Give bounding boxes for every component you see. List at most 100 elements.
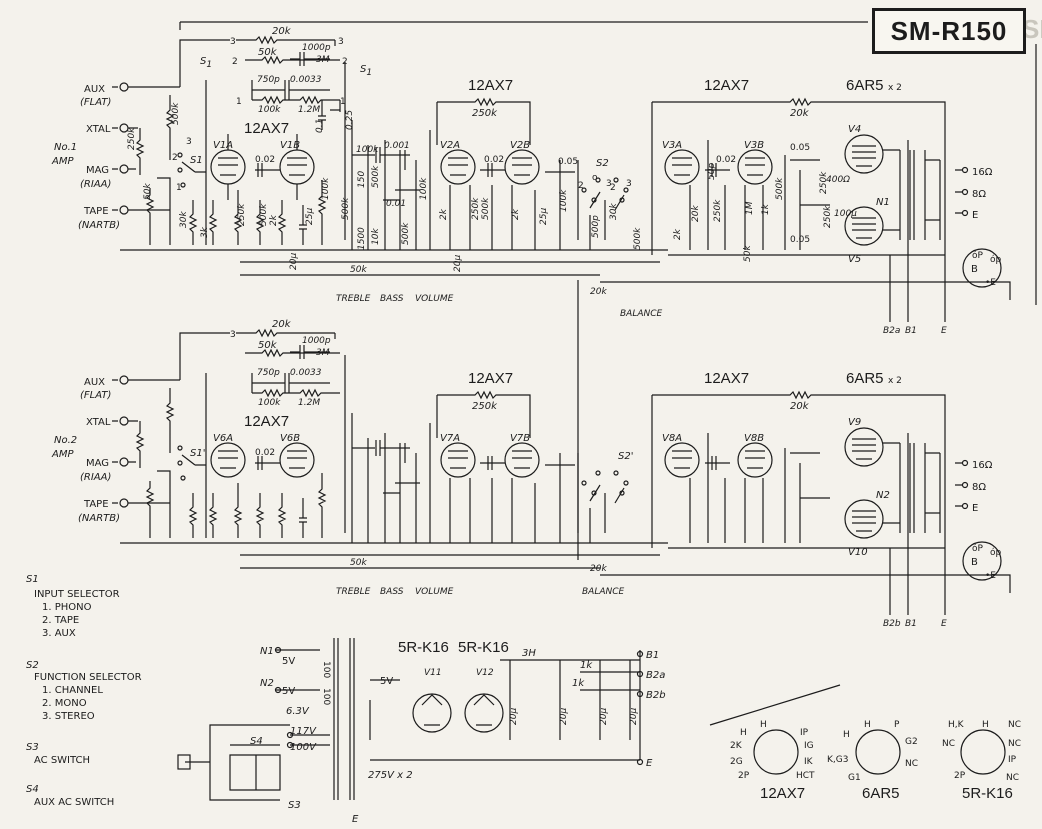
rail-e-a: E bbox=[941, 326, 947, 336]
svg-text:500k: 500k bbox=[171, 102, 181, 125]
r100k-a: 100k bbox=[321, 177, 331, 200]
jack-xtal-2[interactable] bbox=[119, 416, 129, 426]
fb-r100k-2: 100k bbox=[258, 398, 281, 408]
switch-legend: S1 INPUT SELECTOR 1. PHONO 2. TAPE 3. AU… bbox=[26, 574, 142, 808]
input-aux-label: AUX bbox=[84, 84, 105, 95]
heater-5v-b: 5V bbox=[282, 686, 295, 697]
p12-ig: IG bbox=[804, 741, 814, 751]
cap-002-b: 0.02 bbox=[484, 155, 504, 165]
cap-002-a-2: 0.02 bbox=[255, 448, 275, 458]
ctrl-treble-b[interactable]: TREBLE bbox=[336, 587, 371, 597]
c25u-a: 25μ bbox=[305, 208, 315, 225]
rail-r50k-b: 50k bbox=[350, 558, 367, 568]
input-tape-sub: (NARTB) bbox=[78, 220, 120, 231]
jack-mag[interactable] bbox=[119, 164, 129, 174]
tube-v5 bbox=[844, 206, 884, 246]
label-v6b: V6B bbox=[280, 433, 300, 444]
label-v4: V4 bbox=[848, 124, 861, 135]
ps-c20u-d: 20μ bbox=[629, 708, 639, 725]
ctrl-bass-a[interactable]: BASS bbox=[380, 294, 404, 304]
input-tape-label: TAPE bbox=[83, 206, 109, 217]
ctrl-volume-b[interactable]: VOLUME bbox=[415, 587, 454, 597]
tube-v8b bbox=[737, 442, 773, 478]
jack-tape-2[interactable] bbox=[119, 498, 129, 508]
fb-r20k: 20k bbox=[272, 26, 292, 37]
jack-tape[interactable] bbox=[119, 205, 129, 215]
legend-s4-code: S4 bbox=[26, 784, 39, 795]
fb-c0033-2: 0.0033 bbox=[290, 368, 322, 378]
tube-out-qty-2: x 2 bbox=[888, 376, 902, 386]
mains-plug[interactable] bbox=[177, 754, 191, 770]
svg-text:2: 2 bbox=[172, 153, 178, 163]
legend-s2-item1: 1. CHANNEL bbox=[42, 685, 103, 696]
s2-c500p: 500p bbox=[591, 215, 601, 238]
r250k-a: 250k bbox=[237, 203, 247, 226]
r30k-a: 30k bbox=[179, 211, 189, 228]
switch-s2-prime[interactable]: S2' bbox=[618, 451, 633, 462]
out-r250k-b: 250k bbox=[823, 205, 833, 228]
power-supply: N1 5V N2 5V 5V 6.3V 117V 100V 275V x 2 1… bbox=[177, 638, 666, 825]
heater-n1: N1 bbox=[260, 646, 274, 657]
jack-aux-2[interactable] bbox=[119, 375, 129, 385]
svg-text:50k: 50k bbox=[143, 183, 153, 200]
cap-002-a: 0.02 bbox=[255, 155, 275, 165]
rail-b2a: B2a bbox=[883, 326, 900, 336]
p5-nc3: NC bbox=[1006, 773, 1019, 783]
tone-r500k-c: 500k bbox=[401, 222, 411, 245]
hv-275v: 275V x 2 bbox=[368, 770, 413, 781]
label-v3b: V3B bbox=[744, 140, 764, 151]
input-aux-sub-2: (FLAT) bbox=[80, 390, 111, 401]
mid-c25u: 25μ bbox=[539, 208, 549, 225]
faint-background-mark: SM bbox=[1022, 14, 1042, 44]
p6-h2: H bbox=[843, 730, 850, 740]
ctrl-treble-a[interactable]: TREBLE bbox=[336, 294, 371, 304]
label-v2b: V2B bbox=[510, 140, 530, 151]
fb-r50k-2: 50k bbox=[258, 340, 278, 351]
p12-ip: IP bbox=[800, 728, 809, 738]
ctrl-balance-a[interactable]: BALANCE bbox=[620, 309, 663, 319]
heater-5v-a: 5V bbox=[282, 656, 295, 667]
jack-mag-2[interactable] bbox=[119, 457, 129, 467]
tube-type-mid-2: 12AX7 bbox=[468, 370, 513, 387]
tube-v3a bbox=[664, 149, 700, 185]
tube-type-mid: 12AX7 bbox=[468, 77, 513, 94]
amp-no1: AUX (FLAT) XTAL MAG (RIAA) TAPE (NARTB) … bbox=[51, 26, 1011, 336]
output-socket-b[interactable] bbox=[962, 541, 1002, 581]
drv-r50k: 50k bbox=[743, 245, 753, 262]
switch-s3-label[interactable]: S3 bbox=[288, 800, 301, 811]
fb-c750p-2: 750p bbox=[257, 368, 280, 378]
svg-text:3: 3 bbox=[338, 37, 344, 47]
input-mag-sub-2: (RIAA) bbox=[80, 472, 111, 483]
fb-r12m-2: 1.2M bbox=[298, 398, 320, 408]
p5-h: H bbox=[982, 720, 989, 730]
tube-v9 bbox=[844, 427, 884, 467]
p12-ik: IK bbox=[804, 757, 814, 767]
svg-text:2: 2 bbox=[232, 57, 238, 67]
drv-r20k-b: 20k bbox=[691, 205, 701, 222]
model-title-box: SM-R150 bbox=[872, 8, 1026, 54]
switch-s2[interactable]: S2 bbox=[596, 158, 609, 169]
ps-c20u-c: 20μ bbox=[599, 708, 609, 725]
switch-s4-label[interactable]: S4 bbox=[250, 736, 263, 747]
mains-100v: 100V bbox=[290, 742, 317, 753]
ctrl-balance-b[interactable]: BALANCE bbox=[582, 587, 625, 597]
rail-c20u-a: 20μ bbox=[289, 253, 299, 270]
output-socket-a[interactable] bbox=[962, 248, 1002, 288]
selector-s1[interactable]: S1 bbox=[190, 155, 203, 166]
ctrl-volume-a[interactable]: VOLUME bbox=[415, 294, 454, 304]
ctrl-bass-b[interactable]: BASS bbox=[380, 587, 404, 597]
tube-v1a bbox=[210, 149, 246, 185]
pinout-12ax7: 12AX7 H H IP IG IK HCT 2P 2G 2K bbox=[730, 720, 815, 802]
rail-c20u-b: 20μ bbox=[453, 255, 463, 272]
drv-c50p: 50p bbox=[707, 163, 717, 180]
tube-v6a bbox=[210, 442, 246, 478]
legend-s3-code: S3 bbox=[26, 742, 39, 753]
selector-s1-prime[interactable]: S1' bbox=[190, 448, 205, 459]
pinout-6ar5: 6AR5 H P G2 NC G1 K,G3 H bbox=[827, 720, 918, 802]
svg-text:1: 1 bbox=[340, 97, 346, 107]
jack-aux[interactable] bbox=[119, 82, 129, 92]
tube-type-drv-2: 12AX7 bbox=[704, 370, 749, 387]
cap-005-a: 0.05 bbox=[558, 157, 578, 167]
ps-out-e: E bbox=[646, 758, 653, 769]
legend-s2-code: S2 bbox=[26, 660, 39, 671]
